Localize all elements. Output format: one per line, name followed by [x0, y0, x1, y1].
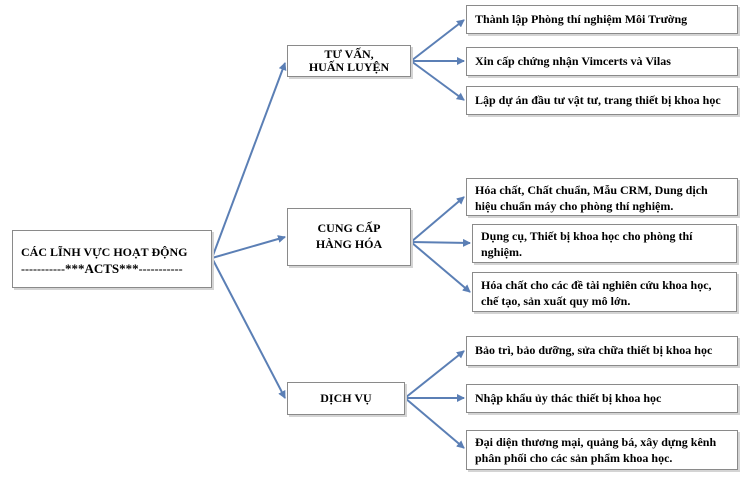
leaf-tu-van-2: Xin cấp chứng nhận Vimcerts và Vilas — [466, 47, 738, 76]
leaf-text: Đại diện thương mại, quảng bá, xây dựng … — [475, 435, 717, 465]
root-brand: ***ACTS*** — [64, 260, 139, 276]
branch-tu-van: TƯ VẤN, HUẤN LUYỆN — [287, 45, 411, 77]
root-title: CÁC LĨNH VỰC HOẠT ĐỘNG — [21, 245, 188, 259]
branch-dich-vu: DỊCH VỤ — [287, 382, 405, 415]
leaf-cung-cap-1: Hóa chất, Chất chuẩn, Mẫu CRM, Dung dịch… — [466, 178, 738, 216]
arrow-root-to-cungcap — [211, 235, 286, 259]
leaf-dich-vu-2: Nhập khẩu ủy thác thiết bị khoa học — [466, 384, 738, 413]
arrow-cungcap-to-item1 — [410, 196, 465, 243]
branch-dich-vu-label: DỊCH VỤ — [320, 390, 372, 405]
arrow-cungcap-to-item3 — [410, 241, 471, 293]
leaf-cung-cap-2: Dụng cụ, Thiết bị khoa học cho phòng thí… — [472, 224, 737, 263]
leaf-text: Nhập khẩu ủy thác thiết bị khoa học — [475, 391, 662, 405]
arrow-tuvan-to-item3 — [410, 60, 465, 101]
leaf-tu-van-1: Thành lập Phòng thí nghiệm Môi Trường — [466, 5, 738, 34]
leaf-tu-van-3: Lập dự án đầu tư vật tư, trang thiết bị … — [466, 86, 738, 115]
branch-cung-cap-label-line1: CUNG CẤP — [317, 221, 381, 236]
root-brand-line: -----------***ACTS***----------- — [21, 261, 205, 278]
leaf-text: Xin cấp chứng nhận Vimcerts và Vilas — [475, 54, 671, 68]
leaf-cung-cap-3: Hóa chất cho các đề tài nghiên cứu khoa … — [472, 272, 737, 312]
arrow-root-to-tuvan — [211, 62, 287, 259]
leaf-dich-vu-1: Bảo trì, bảo dưỡng, sửa chữa thiết bị kh… — [466, 336, 738, 366]
arrow-tuvan-to-item1 — [410, 19, 465, 62]
leaf-text: Bảo trì, bảo dưỡng, sửa chữa thiết bị kh… — [475, 343, 713, 357]
leaf-text: Thành lập Phòng thí nghiệm Môi Trường — [475, 12, 688, 26]
leaf-text: Lập dự án đầu tư vật tư, trang thiết bị … — [475, 93, 721, 107]
leaf-dich-vu-3: Đại diện thương mại, quảng bá, xây dựng … — [466, 430, 738, 470]
arrow-cungcap-to-item2 — [410, 238, 471, 247]
branch-cung-cap: CUNG CẤP HÀNG HÓA — [287, 208, 411, 266]
root-dashes-left: ----------- — [21, 261, 65, 276]
leaf-text: Dụng cụ, Thiết bị khoa học cho phòng thí… — [481, 229, 693, 259]
leaf-text: Hóa chất, Chất chuẩn, Mẫu CRM, Dung dịch… — [475, 183, 708, 213]
branch-cung-cap-label-line2: HÀNG HÓA — [315, 237, 383, 251]
root-node: CÁC LĨNH VỰC HOẠT ĐỘNG -----------***ACT… — [12, 230, 212, 288]
arrow-dichvu-to-item3 — [404, 397, 465, 449]
arrow-root-to-dichvu — [211, 257, 286, 399]
branch-tu-van-label-line2: HUẤN LUYỆN — [308, 60, 390, 74]
branch-tu-van-label-line1: TƯ VẤN, — [324, 46, 374, 61]
arrow-dichvu-to-item1 — [404, 350, 465, 399]
root-dashes-right: ----------- — [138, 261, 183, 276]
leaf-text: Hóa chất cho các đề tài nghiên cứu khoa … — [481, 278, 712, 308]
